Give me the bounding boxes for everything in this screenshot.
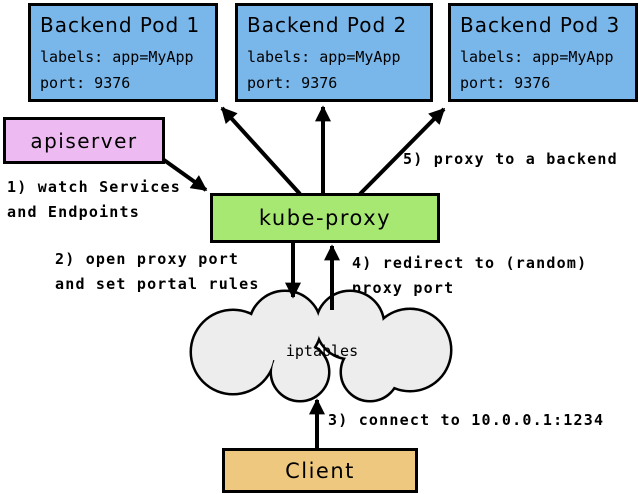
cloud-body: [192, 292, 450, 400]
client-label: Client: [285, 458, 355, 483]
iptables-label: iptables: [286, 342, 358, 360]
step-4-line-2: proxy port: [352, 279, 455, 297]
step-1-label: 1) watch Services and Endpoints: [7, 175, 181, 225]
step-2-line-1: 2) open proxy port: [55, 250, 240, 268]
step-5-label: 5) proxy to a backend: [403, 147, 618, 172]
step-1-line-1: 1) watch Services: [7, 178, 181, 196]
backend-pod-2-port: port: 9376: [247, 74, 338, 92]
iptables-cloud: iptables: [189, 289, 453, 403]
apiserver-box: apiserver: [3, 117, 165, 164]
step-2-line-2: and set portal rules: [55, 275, 260, 293]
step-2-label: 2) open proxy port and set portal rules: [55, 247, 260, 297]
backend-pod-1-box: Backend Pod 1 labels: app=MyApp port: 93…: [28, 3, 218, 102]
backend-pod-3-labels: labels: app=MyApp: [460, 48, 614, 66]
apiserver-label: apiserver: [30, 128, 138, 153]
step-3-line-1: 3) connect to 10.0.0.1:1234: [328, 411, 605, 429]
backend-pod-3-title: Backend Pod 3: [460, 13, 621, 37]
backend-pod-1-labels: labels: app=MyApp: [40, 48, 194, 66]
step-4-label: 4) redirect to (random) proxy port: [352, 251, 587, 301]
cloud-outline: [189, 289, 453, 403]
step-4-line-1: 4) redirect to (random): [352, 254, 588, 272]
backend-pod-2-labels: labels: app=MyApp: [247, 48, 401, 66]
backend-pod-3-port: port: 9376: [460, 74, 551, 92]
step-1-line-2: and Endpoints: [7, 203, 140, 221]
kube-proxy-box: kube-proxy: [210, 193, 440, 243]
backend-pod-1-title: Backend Pod 1: [40, 13, 201, 37]
backend-pod-1-port: port: 9376: [40, 74, 131, 92]
backend-pod-3-box: Backend Pod 3 labels: app=MyApp port: 93…: [448, 3, 638, 102]
backend-pod-2-box: Backend Pod 2 labels: app=MyApp port: 93…: [235, 3, 433, 102]
step-3-label: 3) connect to 10.0.0.1:1234: [328, 408, 604, 433]
kube-proxy-label: kube-proxy: [258, 206, 392, 230]
backend-pod-2-title: Backend Pod 2: [247, 13, 408, 37]
arrow-kube-proxy-to-pod-1: [220, 106, 302, 196]
step-5-line-1: 5) proxy to a backend: [403, 150, 618, 168]
client-box: Client: [222, 448, 418, 493]
